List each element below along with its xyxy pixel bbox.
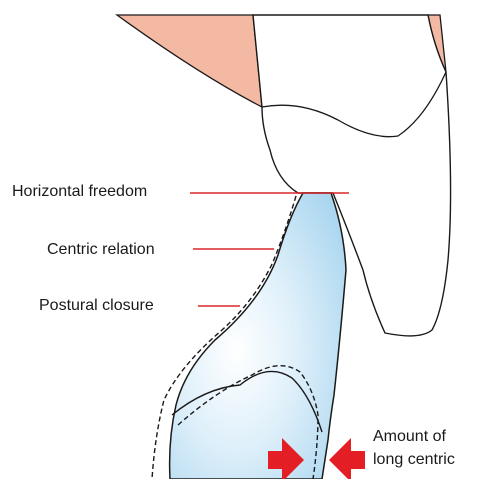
centric-relation-label: Centric relation <box>47 240 155 259</box>
long-centric-label-line2: long centric <box>373 448 455 471</box>
postural-closure-label: Postural closure <box>39 296 154 315</box>
long-centric-label: Amount of long centric <box>373 425 455 471</box>
long-centric-label-line1: Amount of <box>373 425 455 448</box>
upper-left-gum <box>117 15 262 107</box>
lower-tooth <box>170 193 346 479</box>
red-arrow-left-icon <box>329 438 365 479</box>
horizontal-freedom-label: Horizontal freedom <box>12 182 147 201</box>
